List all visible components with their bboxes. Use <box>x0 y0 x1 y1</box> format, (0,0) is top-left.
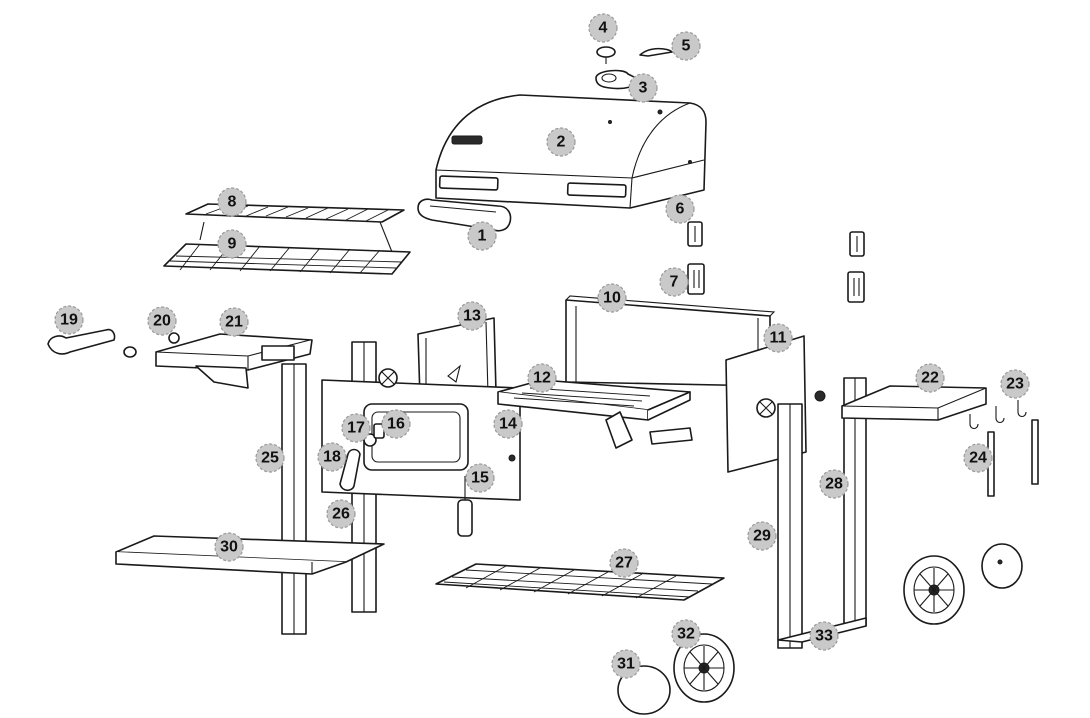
part-right-side-shelf <box>841 385 987 421</box>
callout: 22 <box>915 363 945 393</box>
callout-label: 24 <box>969 450 987 467</box>
callout-label: 33 <box>815 628 833 645</box>
callout-label: 13 <box>463 308 481 325</box>
callout-label: 28 <box>825 476 843 493</box>
callout: 3 <box>628 73 658 103</box>
callout: 13 <box>457 301 487 331</box>
part-wheel <box>673 555 965 703</box>
callout: 17 <box>341 413 371 443</box>
callout-label: 6 <box>676 201 685 218</box>
callout-label: 9 <box>228 236 237 253</box>
callout: 11 <box>763 323 793 353</box>
part-lower-shelf-grid <box>435 563 725 601</box>
callout: 4 <box>588 13 618 43</box>
callout-label: 29 <box>753 528 771 545</box>
callout: 30 <box>214 532 244 562</box>
callout: 33 <box>809 621 839 651</box>
callout: 21 <box>219 307 249 337</box>
callout: 15 <box>465 463 495 493</box>
callout-label: 32 <box>677 626 695 643</box>
callout: 29 <box>747 521 777 551</box>
part-hinge-plate <box>687 263 865 303</box>
callout-label: 21 <box>225 314 243 331</box>
callout: 28 <box>819 469 849 499</box>
part-damper-knob <box>363 423 385 447</box>
callout-label: 8 <box>228 194 237 211</box>
callout: 18 <box>317 442 347 472</box>
callout: 2 <box>546 127 576 157</box>
callout-label: 5 <box>682 38 691 55</box>
callout-label: 7 <box>670 274 679 291</box>
callout: 27 <box>609 548 639 578</box>
callout: 6 <box>665 194 695 224</box>
callout-label: 14 <box>499 416 517 433</box>
callout-label: 26 <box>332 506 350 523</box>
part-side-handle <box>47 328 116 355</box>
callout: 23 <box>1000 369 1030 399</box>
callout: 32 <box>671 619 701 649</box>
callout-label: 30 <box>220 539 238 556</box>
callout-label: 19 <box>60 312 78 329</box>
callout: 19 <box>54 305 84 335</box>
callout-label: 25 <box>261 450 279 467</box>
part-firebox-back <box>565 295 776 387</box>
part-firebox-side <box>725 335 826 473</box>
callout-label: 3 <box>639 80 648 97</box>
callout-label: 15 <box>471 470 489 487</box>
callout-label: 1 <box>478 228 487 245</box>
callout-label: 22 <box>921 370 939 387</box>
callout: 9 <box>217 229 247 259</box>
callout-label: 12 <box>533 370 551 387</box>
part-wheel-hubcap <box>617 543 1023 715</box>
part-left-side-shelf <box>155 333 313 389</box>
callout-label: 16 <box>387 416 405 433</box>
callout-label: 11 <box>770 330 787 347</box>
callout-label: 10 <box>603 290 621 307</box>
part-front-handle <box>457 476 473 537</box>
callout: 31 <box>611 649 641 679</box>
part-tool-hook <box>969 400 1027 430</box>
callout-label: 20 <box>153 313 171 330</box>
callout: 24 <box>963 443 993 473</box>
callout: 16 <box>381 409 411 439</box>
part-thermometer-clip <box>639 47 673 57</box>
callout: 20 <box>147 306 177 336</box>
part-right-front-leg <box>777 403 803 649</box>
callout: 25 <box>255 443 285 473</box>
callout-label: 23 <box>1006 376 1024 393</box>
callout-label: 2 <box>557 134 566 151</box>
callout: 1 <box>467 221 497 251</box>
part-handle-nut <box>123 332 180 358</box>
callout: 7 <box>659 267 689 297</box>
callout: 10 <box>597 283 627 313</box>
callout: 8 <box>217 187 247 217</box>
part-tool-hanger <box>987 419 1039 497</box>
part-lid-handle <box>417 198 512 232</box>
callout: 26 <box>326 499 356 529</box>
part-ash-door-handle <box>339 448 361 492</box>
part-lid-hinge-bracket <box>687 221 865 257</box>
callout: 12 <box>527 363 557 393</box>
part-bottom-tray <box>115 535 385 575</box>
callout-label: 27 <box>615 555 633 572</box>
callout: 14 <box>493 409 523 439</box>
callout-label: 31 <box>617 656 635 673</box>
part-thermometer <box>596 46 616 64</box>
part-left-front-leg <box>281 363 307 635</box>
part-cooking-grate <box>163 243 411 275</box>
part-charcoal-tray <box>497 379 693 449</box>
callout-label: 18 <box>323 449 341 466</box>
callout-label: 17 <box>347 420 365 437</box>
callout: 5 <box>671 31 701 61</box>
callout-label: 4 <box>599 20 608 37</box>
